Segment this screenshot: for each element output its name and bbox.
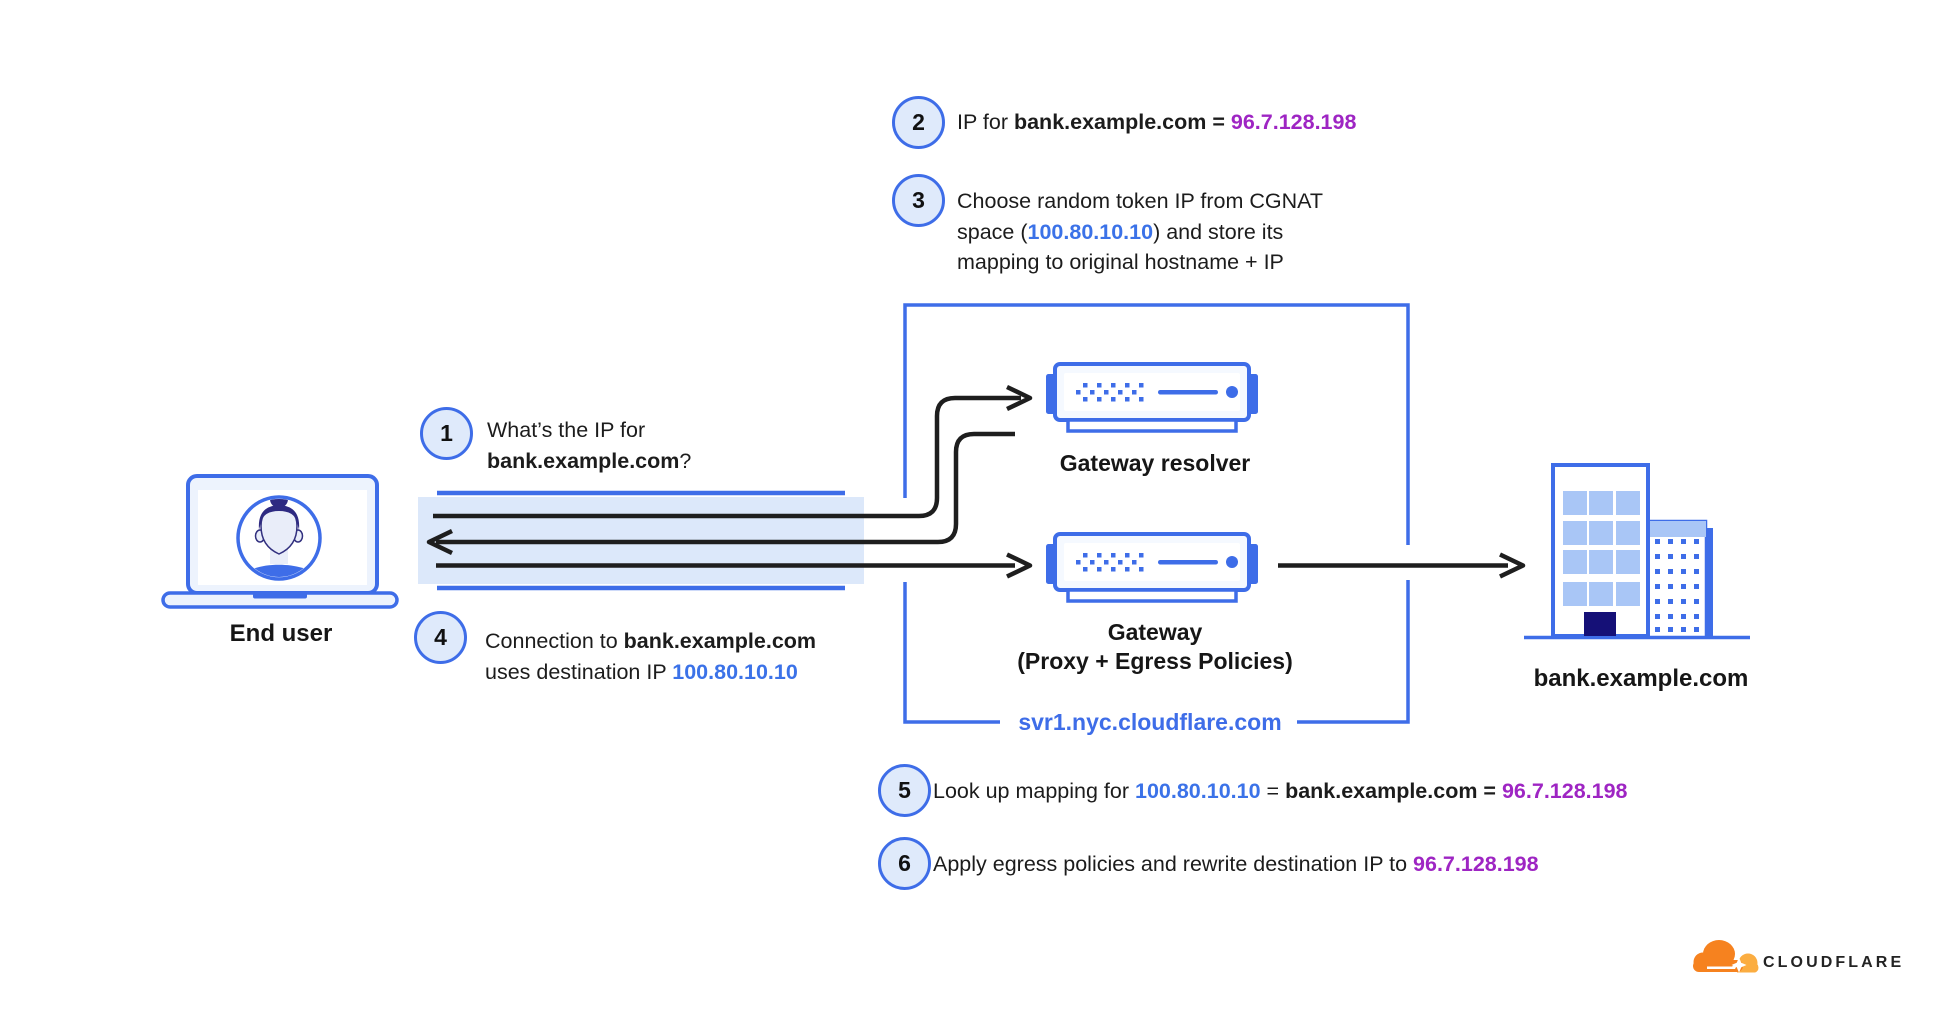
gateway-label-line1: Gateway — [1107, 619, 1203, 645]
step-5-badge: 5 — [878, 764, 931, 817]
step-2-number: 2 — [912, 109, 925, 135]
step-5-number: 5 — [898, 777, 911, 803]
server-hostname-label: svr1.nyc.cloudflare.com — [1018, 709, 1282, 735]
arrow-dns-response — [426, 431, 1015, 556]
step-4-text: Connection to bank.example.com uses dest… — [485, 629, 817, 684]
cloudflare-logo-icon — [1693, 940, 1759, 973]
arrow-egress — [1278, 552, 1526, 579]
step-5-text: Look up mapping for 100.80.10.10 = bank.… — [933, 779, 1628, 803]
laptop-icon — [161, 474, 399, 609]
arrow-dns-query — [433, 384, 1033, 519]
gateway-resolver-label: Gateway resolver — [1059, 450, 1251, 476]
cloudflare-wordmark: CLOUDFLARE — [1763, 954, 1905, 971]
step-4-badge: 4 — [414, 611, 467, 664]
step-3-badge: 3 — [892, 174, 945, 227]
step-6-badge: 6 — [878, 837, 931, 890]
step-3-number: 3 — [912, 187, 925, 213]
end-user-label: End user — [229, 620, 333, 647]
bank-building-icon — [1551, 463, 1713, 639]
step-4-number: 4 — [434, 624, 447, 650]
bank-label: bank.example.com — [1533, 665, 1749, 692]
step-6-text: Apply egress policies and rewrite destin… — [933, 852, 1539, 876]
gateway-proxy-icon — [1044, 532, 1260, 603]
step-1-text: What’s the IP for bank.example.com? — [487, 418, 692, 473]
gateway-label-line2: (Proxy + Egress Policies) — [1017, 648, 1293, 674]
server-box-outline — [903, 303, 1410, 724]
bank-door — [1584, 612, 1616, 636]
step-2-text: IP for bank.example.com = 96.7.128.198 — [957, 110, 1357, 134]
gateway-label: Gateway (Proxy + Egress Policies) — [1017, 618, 1293, 676]
gateway-resolver-icon — [1044, 362, 1260, 433]
arrow-connection — [436, 552, 1033, 579]
step-1-badge: 1 — [420, 407, 473, 460]
step-3-text: Choose random token IP from CGNAT space … — [957, 189, 1324, 274]
step-1-number: 1 — [440, 420, 453, 446]
step-6-number: 6 — [898, 850, 911, 876]
step-2-badge: 2 — [892, 96, 945, 149]
